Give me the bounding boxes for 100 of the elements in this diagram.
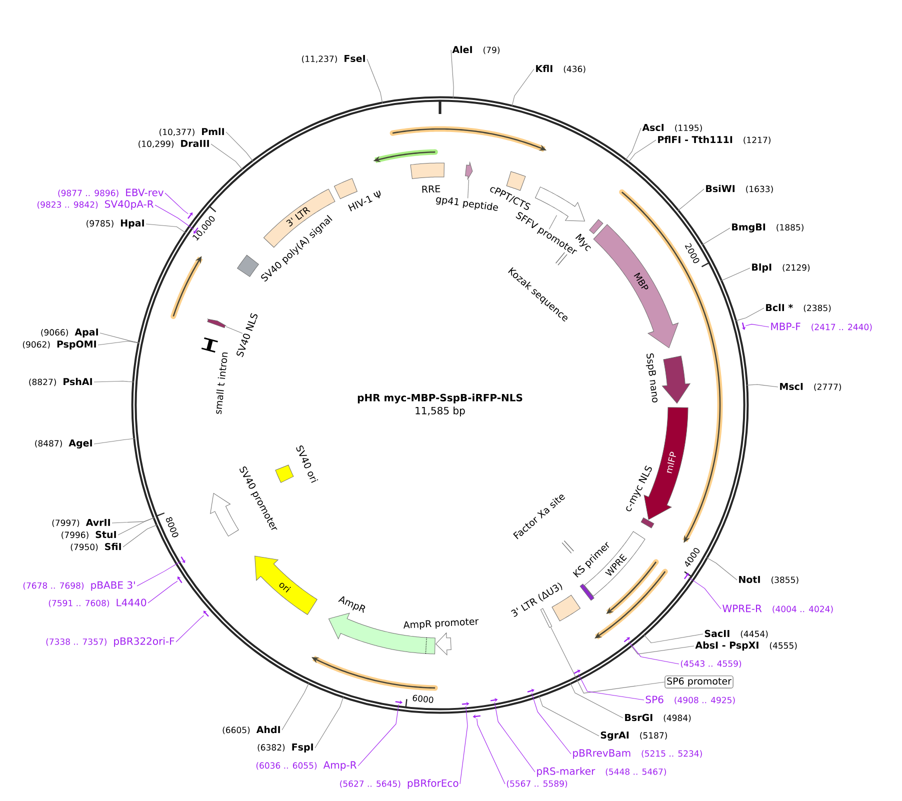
leader-line bbox=[512, 68, 534, 107]
leader-line bbox=[358, 704, 399, 766]
leader-line bbox=[548, 214, 557, 230]
leader-line bbox=[210, 144, 243, 170]
enzyme-site-label: (11,237) FseI bbox=[302, 54, 365, 63]
enzyme-site-label: (9062) PspOMI bbox=[22, 340, 96, 350]
leader-line bbox=[644, 634, 704, 644]
leader-line bbox=[154, 204, 194, 230]
primer-label: (5627 .. 5645) pBRforEco bbox=[340, 779, 458, 789]
leader-line bbox=[745, 324, 770, 328]
primer-label: (7338 .. 7357) pBR322ori-F bbox=[46, 637, 174, 647]
primer-label: SP6 (4908 .. 4925) bbox=[646, 696, 735, 704]
leader-line bbox=[628, 641, 680, 664]
leader-line bbox=[94, 380, 134, 382]
leader-line bbox=[94, 438, 136, 444]
primer-label: pRS-marker (5448 .. 5467) bbox=[537, 767, 666, 777]
leader-line bbox=[630, 645, 694, 654]
leader-line bbox=[746, 384, 778, 388]
leader-line bbox=[531, 692, 572, 754]
leader-line bbox=[494, 702, 536, 772]
enzyme-site-label: SacII (4454) bbox=[704, 630, 768, 638]
feature-label: SP6 promoter bbox=[664, 676, 734, 688]
enzyme-site-label: (9066) ApaI bbox=[41, 328, 98, 338]
leader-line bbox=[282, 682, 310, 730]
enzyme-site-label: (6382) FspI bbox=[258, 744, 313, 752]
enzyme-site-label: (8487) AgeI bbox=[35, 440, 92, 448]
enzyme-site-label: KflI (436) bbox=[536, 64, 586, 74]
leader-line bbox=[688, 577, 722, 610]
feature-block: ori bbox=[254, 556, 318, 615]
feature-block bbox=[207, 318, 226, 328]
enzyme-site-label: AleI (79) bbox=[452, 46, 500, 54]
leader-line bbox=[226, 326, 243, 334]
leader-line bbox=[148, 580, 178, 604]
feature-label: small t intron bbox=[216, 352, 228, 414]
enzyme-site-label: BclI * (2385) bbox=[766, 304, 831, 312]
leader-line bbox=[706, 557, 738, 580]
leader-line bbox=[720, 268, 750, 282]
feature-label: SspB nano bbox=[646, 353, 658, 402]
leader-line bbox=[538, 695, 600, 736]
feature-label: SV40 NLS bbox=[236, 313, 258, 358]
feature-label: SV40 ori bbox=[296, 446, 318, 483]
enzyme-site-label: AscI (1195) bbox=[642, 124, 702, 132]
leader-line bbox=[550, 626, 665, 694]
leader-line bbox=[314, 696, 344, 748]
leader-line bbox=[136, 561, 182, 586]
enzyme-site-label: MscI (2777) bbox=[780, 382, 841, 391]
primer-mark bbox=[194, 227, 198, 234]
leader-line bbox=[702, 228, 730, 246]
leader-line bbox=[476, 718, 506, 784]
leader-line bbox=[460, 706, 468, 784]
leader-line bbox=[226, 132, 254, 162]
tick-label: 6000 bbox=[412, 694, 434, 704]
enzyme-site-label: (8827) PshAI bbox=[29, 378, 92, 386]
primer-label: WPRE-R (4004 .. 4024) bbox=[722, 604, 833, 614]
leader-line bbox=[118, 517, 155, 536]
primer-mark bbox=[574, 670, 580, 674]
primer-label: (4543 .. 4559) bbox=[680, 660, 742, 668]
enzyme-site-label: BsrGI (4984) bbox=[625, 714, 691, 722]
leader-line bbox=[100, 332, 140, 344]
leader-line bbox=[112, 517, 155, 524]
primer-label: MBP-F (2417 .. 2440) bbox=[771, 322, 872, 332]
primer-mark bbox=[527, 688, 534, 693]
leader-line bbox=[735, 308, 764, 322]
leader-line bbox=[570, 682, 624, 718]
primer-label: pBRrevBam (5215 .. 5234) bbox=[573, 749, 702, 759]
enzyme-site-label: (9785) HpaI bbox=[86, 220, 144, 228]
primer-label: (9823 .. 9842) SV40pA-R bbox=[38, 200, 154, 210]
primer-label: (9877 .. 9896) EBV-rev bbox=[58, 188, 164, 198]
leader-line bbox=[468, 179, 470, 199]
tick-label: 8000 bbox=[166, 517, 178, 538]
enzyme-site-label: NotI (3855) bbox=[739, 576, 798, 584]
enzyme-site-label: (7997) AvrII bbox=[52, 518, 110, 528]
enzyme-site-label: (7996) StuI bbox=[62, 530, 116, 540]
leader-line bbox=[578, 674, 644, 700]
primer-label: (5567 .. 5589) bbox=[506, 780, 568, 788]
primer-mark bbox=[624, 637, 630, 642]
enzyme-site-label: (10,377) PmlI bbox=[160, 128, 224, 136]
leader-line bbox=[628, 140, 656, 163]
enzyme-site-label: SgrAI (5187) bbox=[600, 731, 667, 741]
leader-line bbox=[625, 128, 642, 161]
feature-bar bbox=[540, 608, 552, 628]
enzyme-site-label: PflFI - Tth111I (1217) bbox=[658, 136, 770, 144]
leader-line bbox=[164, 192, 188, 214]
leader-line bbox=[677, 188, 704, 212]
primer-label: (6036 .. 6055) Amp-R bbox=[256, 761, 357, 771]
leader-line bbox=[450, 50, 454, 99]
primer-mark bbox=[203, 610, 209, 617]
feature-label: HIV-1 Ψ bbox=[348, 190, 381, 212]
leader-line bbox=[146, 224, 186, 234]
enzyme-site-label: BsiWI (1633) bbox=[706, 184, 773, 194]
leader-line bbox=[98, 340, 140, 346]
leader-line bbox=[176, 615, 204, 642]
enzyme-site-label: (7950) SfiI bbox=[70, 542, 121, 552]
leader-line bbox=[366, 58, 383, 104]
enzyme-site-label: AbsI - PspXI (4555) bbox=[695, 641, 797, 651]
feature-label: AmpR promoter bbox=[404, 618, 479, 630]
primer-label: (7678 .. 7698) pBABE 3' bbox=[23, 581, 135, 591]
primer-label: (7591 .. 7608) L4440 bbox=[48, 598, 146, 608]
feature-label: RRE bbox=[422, 185, 440, 193]
enzyme-site-label: (10,299) DraIII bbox=[138, 140, 209, 148]
